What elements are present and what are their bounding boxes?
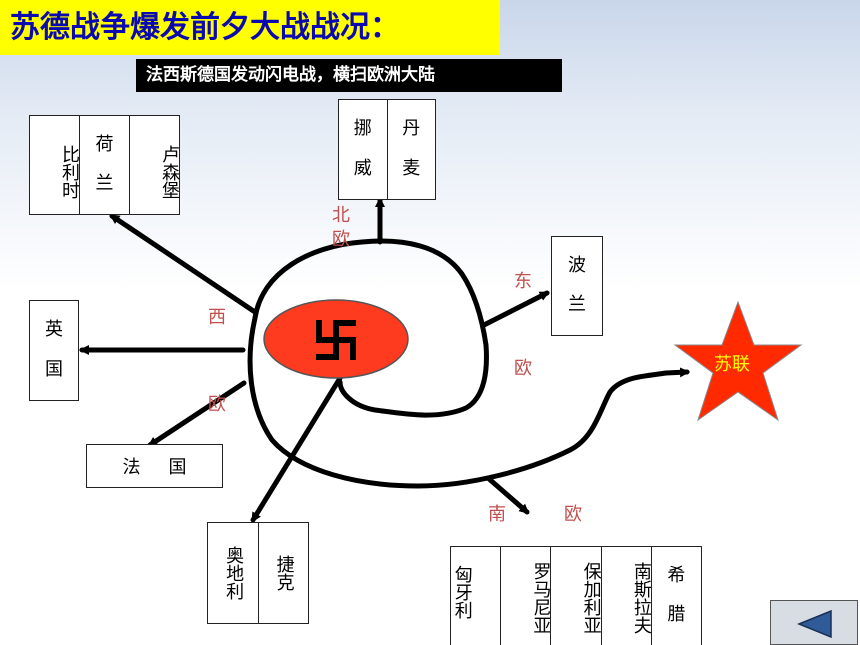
- arrow-south-central: [250, 367, 348, 523]
- direction-north-2: 欧: [332, 229, 350, 250]
- label-greece-1: 希: [667, 565, 686, 587]
- cell-hungary: 匈牙利: [451, 565, 473, 619]
- cell-czech: 捷克: [257, 523, 309, 623]
- direction-south-1: 南: [488, 504, 506, 525]
- arrow-northwest: [109, 213, 258, 315]
- label-norway-2: 威: [353, 157, 372, 179]
- cell-romania: 罗马尼亚: [500, 547, 551, 645]
- swirl-lower: [247, 315, 690, 489]
- direction-west-2: 欧: [208, 394, 226, 415]
- direction-east-1: 东: [514, 271, 532, 292]
- label-poland-1: 波: [568, 255, 586, 277]
- box-northern-europe: 挪 威 丹 麦: [338, 99, 436, 200]
- direction-west-1: 西: [208, 307, 226, 328]
- cell-belgium: 比利时: [59, 145, 80, 199]
- direction-south-2: 欧: [564, 504, 582, 525]
- box-poland: 波 兰: [551, 236, 603, 336]
- label-uk-1: 英: [45, 319, 63, 341]
- label-france: 法国: [122, 457, 215, 478]
- label-poland-2: 兰: [568, 294, 586, 316]
- direction-east-2: 欧: [514, 358, 532, 379]
- label-denmark-2: 麦: [402, 157, 421, 179]
- arrow-east: [481, 290, 550, 328]
- cell-greece: 希 腊: [650, 547, 701, 645]
- arrow-southwest: [147, 380, 247, 448]
- label-holland-1: 荷: [95, 134, 114, 156]
- box-uk: 英 国: [29, 300, 79, 401]
- box-low-countries: 比利时 荷 兰 卢森堡: [29, 115, 180, 215]
- direction-north-1: 北: [332, 205, 350, 226]
- box-central-europe: 奥地利 捷克: [207, 522, 309, 624]
- cell-austria: 奥地利: [223, 546, 245, 600]
- cell-poland: 波 兰: [552, 237, 602, 335]
- expansion-arrows: [79, 197, 550, 523]
- arrow-southeast: [485, 475, 530, 515]
- swirl-boundary: [252, 238, 489, 418]
- label-greece-2: 腊: [667, 604, 686, 626]
- cell-bulgaria: 保加利亚: [550, 547, 602, 645]
- label-uk-2: 国: [45, 358, 63, 380]
- star-icon: [673, 300, 803, 422]
- label-holland-2: 兰: [95, 173, 114, 195]
- back-triangle-icon: [797, 609, 832, 639]
- page-title: 苏德战争爆发前夕大战战况：: [0, 0, 500, 55]
- label-norway-1: 挪: [353, 118, 372, 140]
- cell-norway: 挪 威: [339, 100, 387, 199]
- cell-denmark: 丹 麦: [386, 100, 436, 199]
- subtitle-banner: 法西斯德国发动闪电战，横扫欧洲大陆: [136, 59, 562, 92]
- cell-yugoslavia: 南斯拉夫: [600, 547, 652, 645]
- cell-holland: 荷 兰: [79, 116, 129, 214]
- label-denmark-1: 丹: [402, 118, 421, 140]
- ussr-label: 苏联: [714, 354, 750, 375]
- box-southern-europe: 匈牙利 罗马尼亚 保加利亚 南斯拉夫 希 腊: [450, 546, 702, 645]
- swastika-icon: [316, 320, 356, 360]
- cell-luxembourg: 卢森堡: [129, 116, 180, 214]
- box-france: 法国: [86, 444, 223, 488]
- back-button[interactable]: [770, 600, 858, 645]
- cell-uk: 英 国: [30, 301, 78, 400]
